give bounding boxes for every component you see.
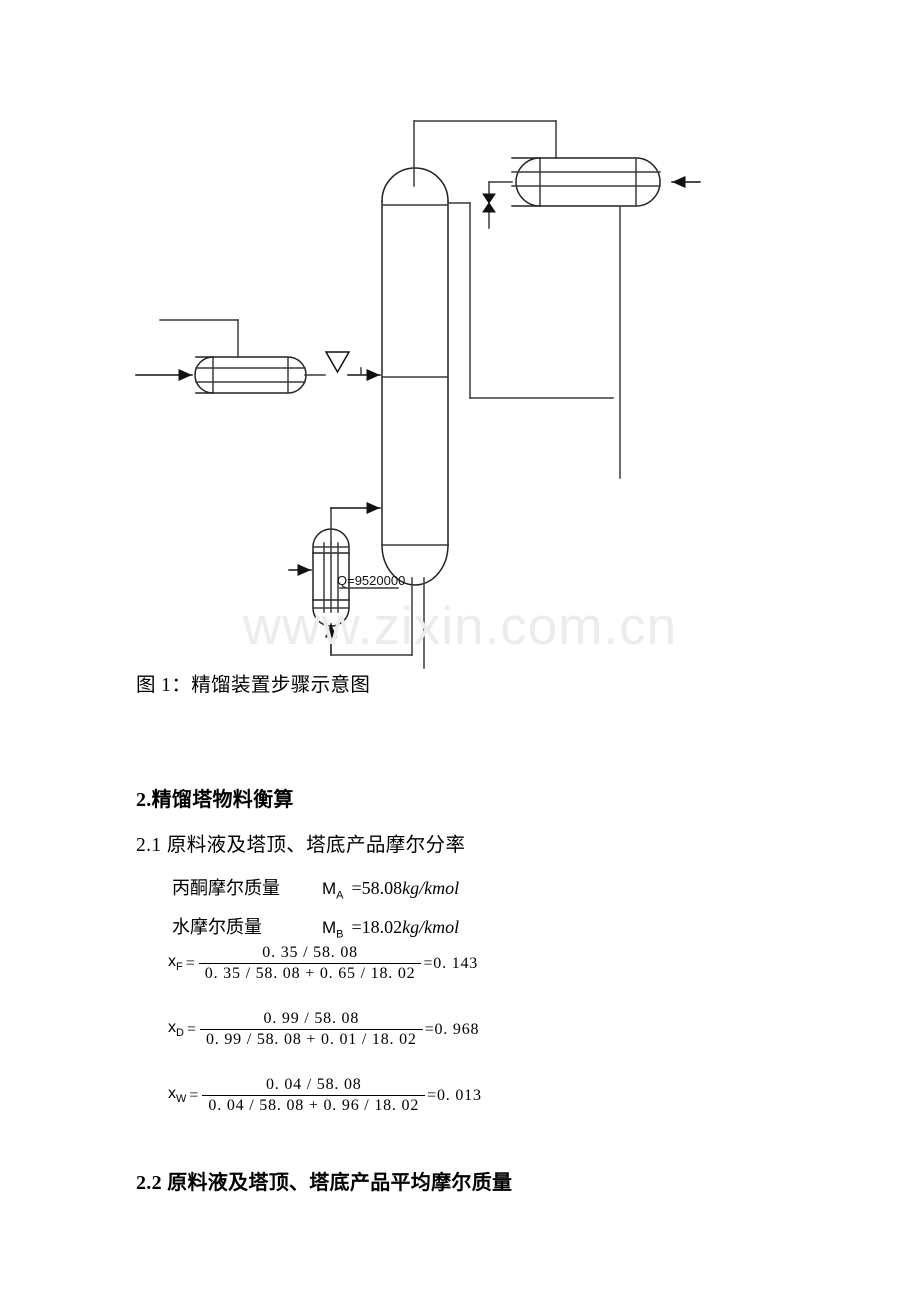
bottoms-to-reboiler-line: [325, 623, 413, 656]
equation-xw-lhs: xW: [168, 1085, 187, 1106]
equation-xd: xD = 0. 99 / 58. 08 0. 99 / 58. 08 + 0. …: [168, 1010, 479, 1049]
molar-mass-label-acetone: 丙酮摩尔质量: [172, 878, 280, 898]
equation-xd-fraction: 0. 99 / 58. 08 0. 99 / 58. 08 + 0. 01 / …: [199, 1010, 423, 1049]
column-bottoms-outlet: [411, 577, 425, 669]
section-heading-2-1: 2.1 原料液及塔顶、塔底产品摩尔分率: [136, 835, 466, 856]
molar-mass-unit-water: kg/kmol: [402, 917, 460, 937]
equation-xf-denominator: 0. 35 / 58. 08 + 0. 65 / 18. 02: [198, 963, 422, 983]
process-flow-diagram: Q=9520000: [135, 120, 701, 669]
equation-xf-result: =0. 143: [423, 954, 479, 972]
equation-xf-numerator: 0. 35 / 58. 08: [262, 944, 358, 961]
equation-xf: xF = 0. 35 / 58. 08 0. 35 / 58. 08 + 0. …: [168, 944, 478, 983]
equation-xw: xW = 0. 04 / 58. 08 0. 04 / 58. 08 + 0. …: [168, 1076, 482, 1115]
reflux-return-line: [447, 202, 614, 399]
equation-xf-lhs: xF: [168, 953, 183, 974]
equation-xw-fraction: 0. 04 / 58. 08 0. 04 / 58. 08 + 0. 96 / …: [202, 1076, 426, 1115]
reboiler-vapour-return: [330, 502, 381, 544]
equation-xf-equals-sign: =: [185, 954, 195, 972]
feed-preheater-shell: [194, 356, 307, 394]
equation-xd-numerator: 0. 99 / 58. 08: [263, 1010, 360, 1027]
distillation-column-body: [381, 167, 449, 586]
molar-mass-row-water: 水摩尔质量 MB =18.02 kg/kmol: [172, 913, 459, 940]
reflux-takeoff-line: [488, 181, 513, 229]
equation-xd-lhs: xD: [168, 1019, 184, 1040]
overhead-condenser-shell: [511, 157, 661, 207]
feed-line-to-column: [304, 367, 381, 381]
reboiler-duty-label: Q=9520000: [337, 573, 405, 588]
molar-mass-unit-acetone: kg/kmol: [402, 878, 460, 898]
equation-xw-denominator: 0. 04 / 58. 08 + 0. 96 / 18. 02: [202, 1095, 426, 1115]
equation-xd-equals-sign: =: [186, 1020, 196, 1038]
equation-xd-result: =0. 968: [424, 1020, 480, 1038]
bottom-reboiler-shell: [312, 528, 350, 627]
molar-mass-value-water: =18.02: [351, 917, 403, 937]
preheater-heating-line: [159, 319, 239, 358]
equation-xd-denominator: 0. 99 / 58. 08 + 0. 01 / 18. 02: [199, 1029, 423, 1049]
section-heading-2: 2.精馏塔物料衡算: [136, 789, 294, 811]
figure-caption: 图 1：精馏装置步骤示意图: [136, 675, 371, 696]
molar-mass-symbol-water: MB: [322, 918, 344, 941]
molar-mass-value-acetone: =58.08: [351, 878, 403, 898]
molar-mass-symbol-acetone: MA: [322, 879, 344, 902]
equation-xw-numerator: 0. 04 / 58. 08: [265, 1076, 362, 1093]
reflux-valve-symbol: [482, 193, 496, 213]
equation-xw-equals-sign: =: [189, 1086, 199, 1104]
equation-xw-result: =0. 013: [427, 1086, 482, 1104]
overhead-vapour-line: [413, 120, 557, 187]
section-heading-2-2: 2.2 原料液及塔顶、塔底产品平均摩尔质量: [136, 1172, 513, 1194]
molar-mass-label-water: 水摩尔质量: [172, 917, 262, 937]
feed-valve-symbol: [324, 351, 351, 374]
equation-xf-fraction: 0. 35 / 58. 08 0. 35 / 58. 08 + 0. 65 / …: [198, 944, 422, 983]
molar-mass-row-acetone: 丙酮摩尔质量 MA =58.08 kg/kmol: [172, 874, 459, 901]
